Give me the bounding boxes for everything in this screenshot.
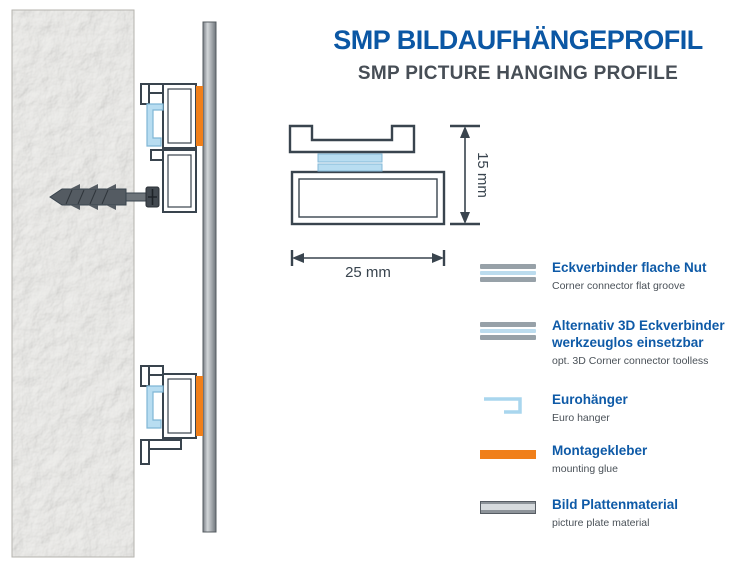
legend-text: Eurohänger Euro hanger xyxy=(552,392,752,424)
legend-sublabel: Corner connector flat groove xyxy=(552,279,686,292)
dimension-height-label: 15 mm xyxy=(474,152,491,198)
profile-outline xyxy=(288,124,446,226)
mounting-glue-strip-top xyxy=(196,86,203,146)
legend-sublabel: mounting glue xyxy=(552,462,618,475)
wall-mounting-illustration xyxy=(11,9,217,558)
legend-text: Eckverbinder flache Nut Corner connector… xyxy=(552,260,752,292)
euro-hanger-hook-bottom xyxy=(146,385,164,429)
legend-label: Eckverbinder flache Nut xyxy=(552,260,707,275)
picture-plate-icon xyxy=(480,497,536,514)
legend-label-line2: werkzeuglos einsetzbar xyxy=(552,334,704,350)
legend-text: Alternativ 3D Eckverbinder werkzeuglos e… xyxy=(552,318,752,367)
picture-plate-strip xyxy=(202,21,217,533)
legend-text: Bild Plattenmaterial picture plate mater… xyxy=(552,497,752,529)
header: SMP BILDAUFHÄNGEPROFIL SMP PICTURE HANGI… xyxy=(306,25,730,85)
bottom-hanging-assembly xyxy=(140,365,197,465)
legend-sublabel: picture plate material xyxy=(552,516,650,529)
legend-label: Bild Plattenmaterial xyxy=(552,497,679,512)
legend-sublabel: Euro hanger xyxy=(552,411,610,424)
legend-item-euro-hanger: Eurohänger Euro hanger xyxy=(480,392,752,424)
page-subtitle: SMP PICTURE HANGING PROFILE xyxy=(357,62,679,84)
legend-item-corner-connector-3d: Alternativ 3D Eckverbinder werkzeuglos e… xyxy=(480,318,752,367)
wall xyxy=(11,9,135,558)
legend-item-mounting-glue: Montagekleber mounting glue xyxy=(480,443,752,475)
screw-anchor xyxy=(49,184,160,210)
hanger-insert-strips xyxy=(317,153,383,172)
mounting-glue-strip-bottom xyxy=(196,376,203,436)
dimension-width-label: 25 mm xyxy=(345,264,391,281)
legend-item-picture-plate: Bild Plattenmaterial picture plate mater… xyxy=(480,497,752,529)
profile-cross-section-diagram xyxy=(288,124,480,266)
legend-label: Montagekleber xyxy=(552,443,648,458)
mounting-glue-icon xyxy=(480,443,536,459)
legend-text: Montagekleber mounting glue xyxy=(552,443,752,475)
legend-sublabel: opt. 3D Corner connector toolless xyxy=(552,354,709,367)
width-dimension-arrows xyxy=(290,250,446,266)
legend-label: Eurohänger xyxy=(552,392,628,407)
corner-connector-3d-icon xyxy=(480,318,536,340)
euro-hanger-icon xyxy=(480,392,536,423)
corner-connector-flat-icon xyxy=(480,260,536,282)
euro-hanger-hook-top xyxy=(146,103,164,147)
legend-item-corner-connector: Eckverbinder flache Nut Corner connector… xyxy=(480,260,752,292)
page-title: SMP BILDAUFHÄNGEPROFIL xyxy=(333,25,703,55)
legend-label: Alternativ 3D Eckverbinder xyxy=(552,318,725,333)
height-dimension-arrows xyxy=(450,124,480,226)
